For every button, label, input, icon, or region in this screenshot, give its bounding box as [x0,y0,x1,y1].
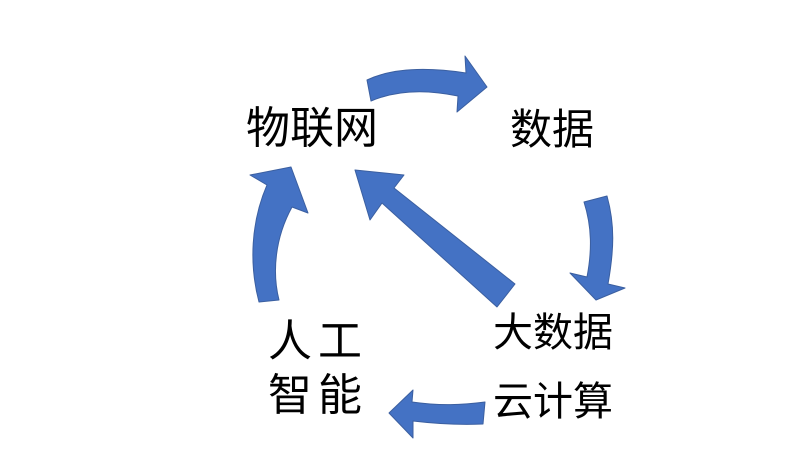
node-data-label: 数据 [510,105,595,154]
node-iot-label: 物联网 [246,103,378,154]
node-ai-label-line1: 人工 [268,316,368,367]
node-bigdata-label: 大数据 [493,310,613,356]
node-cloud-label: 云计算 [493,379,613,425]
arrow-data-to-bigdata [569,195,626,301]
arrow-ai-to-iot [249,166,309,303]
node-ai-label-line2: 智能 [268,370,368,421]
arrow-bigdata-to-iot [354,169,516,308]
arrow-cloud-to-ai [388,389,486,439]
arrow-iot-to-data [366,55,488,113]
